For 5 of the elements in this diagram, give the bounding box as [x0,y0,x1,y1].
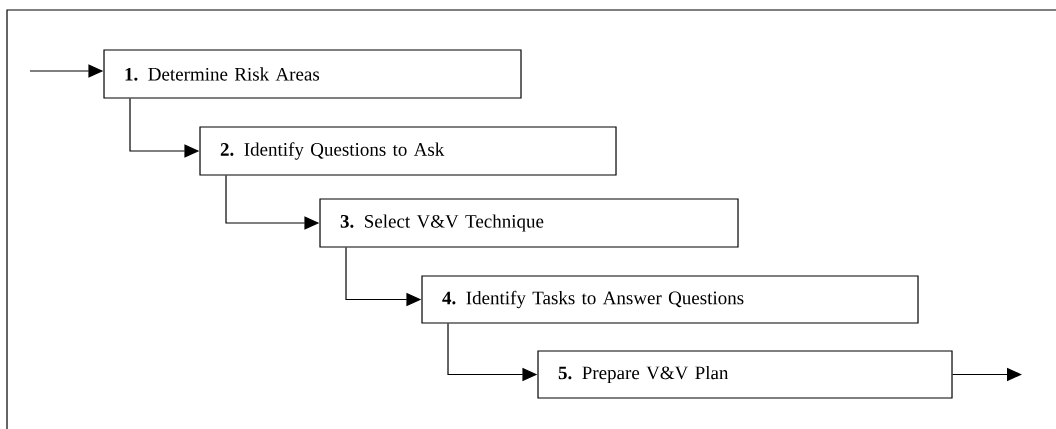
step-box: 2. Identify Questions to Ask [199,126,617,176]
step-box: 1. Determine Risk Areas [103,49,522,99]
step-box: 5. Prepare V&V Plan [537,350,953,399]
step-box: 3. Select V&V Technique [319,198,739,248]
step-box: 4. Identify Tasks to Answer Questions [421,275,919,324]
